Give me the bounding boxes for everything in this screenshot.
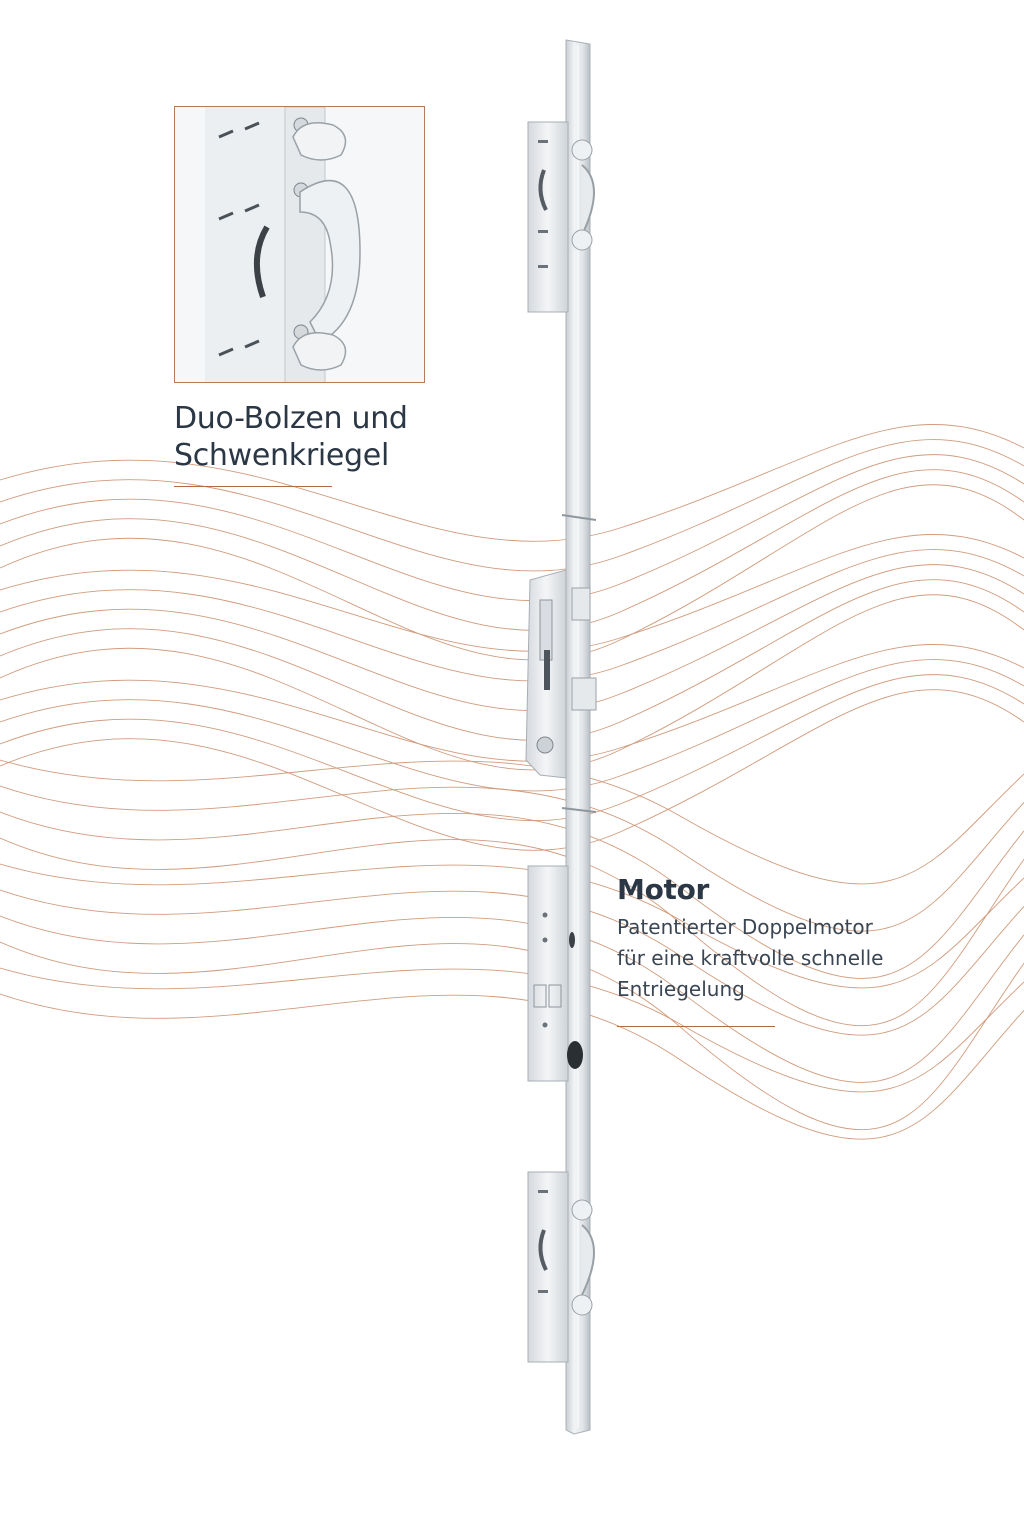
bolt-detail-icon — [175, 107, 424, 382]
wave-line — [0, 863, 1024, 989]
wave-line — [0, 889, 1024, 1036]
motor-desc-line-2: für eine kraftvolle schnelle — [617, 946, 884, 970]
wave-line — [0, 439, 1024, 572]
wave-line — [0, 454, 1024, 602]
wave-line — [0, 811, 1024, 979]
motor-description: Patentierter Doppelmotor für eine kraftv… — [617, 912, 883, 1005]
wave-line — [0, 469, 1024, 631]
wave-line — [0, 564, 1024, 712]
bolt-detail-frame — [174, 106, 425, 383]
wave-line — [0, 941, 1024, 1131]
bottom-lock-block — [527, 1171, 595, 1363]
callout-title-line-1: Duo-Bolzen und — [174, 401, 408, 436]
wave-line — [0, 484, 1024, 661]
wave-line — [0, 759, 1024, 885]
decorative-wave-lines — [0, 424, 1024, 1140]
wave-line — [0, 837, 1024, 1027]
main-lock-gearbox — [525, 569, 597, 779]
wave-line — [0, 993, 1024, 1140]
wave-line — [0, 785, 1024, 932]
motor-housing — [527, 865, 583, 1082]
wave-line — [0, 689, 1024, 851]
motor-title: Motor — [617, 873, 710, 906]
callout-underline-motor — [617, 1026, 775, 1027]
multipoint-lock-icon — [525, 39, 597, 1435]
wave-line — [0, 674, 1024, 822]
top-lock-block — [527, 121, 595, 313]
motor-desc-line-1: Patentierter Doppelmotor — [617, 915, 873, 939]
wave-line — [0, 659, 1024, 792]
callout-duo-bolzen: Duo-Bolzen und Schwenkriegel — [174, 400, 408, 474]
motor-desc-line-3: Entriegelung — [617, 977, 745, 1001]
wave-line — [0, 579, 1024, 741]
wave-line — [0, 549, 1024, 682]
callout-motor: Motor Patentierter Doppelmotor für eine … — [617, 872, 883, 1005]
callout-title-line-2: Schwenkriegel — [174, 438, 389, 473]
wave-line — [0, 967, 1024, 1093]
callout-underline-top — [174, 486, 332, 487]
wave-line — [0, 915, 1024, 1083]
wave-line — [0, 594, 1024, 771]
